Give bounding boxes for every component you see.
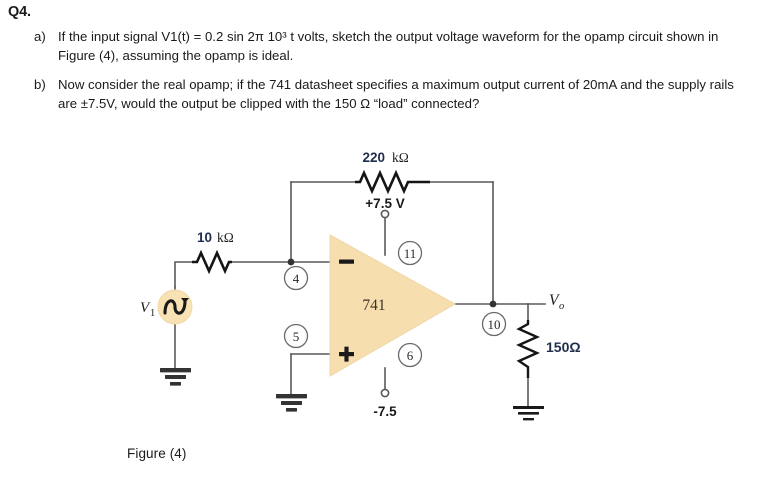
ground-symbol-source [160,368,191,386]
input-resistor-unit: kΩ [217,230,234,245]
junction-dot-node4 [287,258,295,266]
sine-wave-icon [163,299,187,315]
question-item-b: b) Now consider the real opamp; if the 7… [34,75,748,113]
question-number: Q4. [8,4,31,20]
load-resistor-symbol [516,320,540,378]
question-item-b-text: Now consider the real opamp; if the 741 … [58,77,734,111]
pin-bubble-4-label: 4 [293,271,300,286]
load-resistor-value: 150Ω [546,339,581,355]
question-item-a-marker: a) [34,29,46,44]
output-label: V [549,292,560,309]
pin-bubble-6-label: 6 [407,348,414,363]
question-item-a: a) If the input signal V1(t) = 0.2 sin 2… [34,27,748,65]
junction-dot-output [489,300,497,308]
pin-bubble-11: 11 [397,240,423,266]
wire-group [174,181,546,407]
pin-bubble-10-label: 10 [488,317,501,332]
positive-rail-label: +7.5 V [365,196,404,211]
pin-bubble-6: 6 [397,342,423,368]
wire-source-to-input-resistor [174,261,193,288]
opamp-triangle [329,234,457,377]
input-resistor-value: 10 [197,230,212,245]
pin-bubble-11-label: 11 [404,246,417,261]
pin-bubble-5-label: 5 [293,329,300,344]
ground-symbol-noninverting [276,394,307,412]
source-label-subscript: 1 [150,308,155,319]
pin-bubble-5: 5 [283,323,309,349]
pin-bubble-10: 10 [481,311,507,337]
feedback-resistor-value: 220 [362,150,385,165]
feedback-resistor-symbol [355,169,430,195]
opamp-noninverting-sign [339,346,354,362]
feedback-resistor-unit: kΩ [392,150,409,165]
opamp-inverting-sign [339,259,354,264]
input-resistor-symbol [192,249,232,275]
output-label-subscript: o [559,301,564,312]
sine-arrow-icon [181,298,189,303]
figure-caption: Figure (4) [127,446,187,461]
negative-rail-terminal [380,388,390,398]
question-item-a-text: If the input signal V1(t) = 0.2 sin 2π 1… [58,29,719,63]
circuit-diagram: 741 10 kΩ 220 kΩ 150Ω V 1 V o [0,140,770,494]
source-label: V [140,300,151,316]
pin-bubble-4: 4 [283,265,309,291]
ground-symbol-load [513,406,544,421]
opamp-label: 741 [362,297,385,314]
question-item-b-marker: b) [34,77,46,92]
positive-rail-terminal [380,209,390,219]
negative-rail-label: -7.5 [373,404,397,419]
